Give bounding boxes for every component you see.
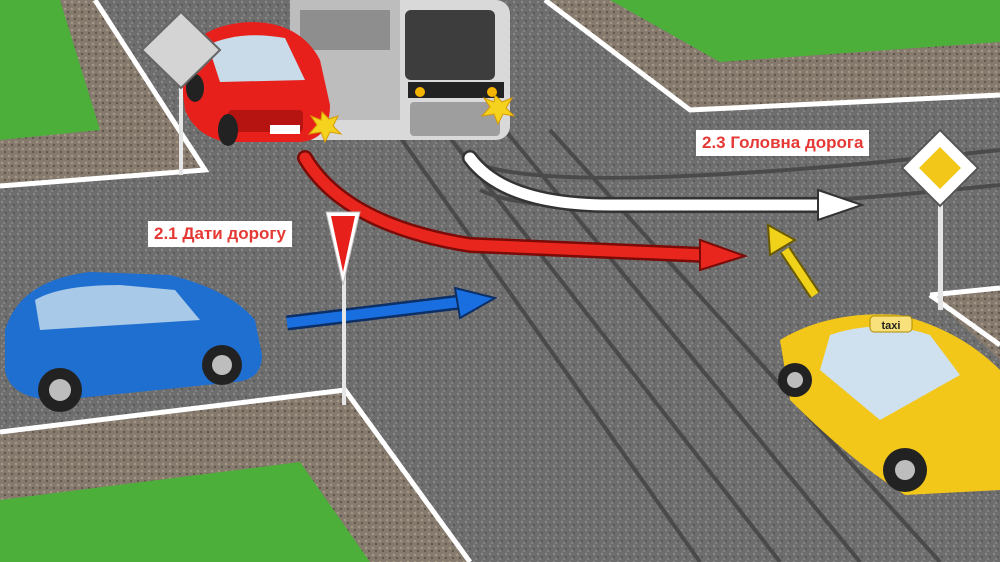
arrow-blue bbox=[286, 286, 498, 331]
arrow-red bbox=[297, 150, 749, 272]
grass-top-right bbox=[610, 0, 1000, 62]
blue-car bbox=[5, 272, 262, 412]
arrow-yellow bbox=[766, 223, 820, 299]
main-road-sign bbox=[900, 128, 980, 310]
arrow-white bbox=[462, 150, 866, 222]
give-way-sign bbox=[325, 211, 361, 405]
taxi-car: taxi bbox=[778, 314, 1000, 495]
curb-top-left bbox=[0, 0, 210, 189]
grass-top-left bbox=[0, 0, 100, 140]
taxi-roof-text: taxi bbox=[882, 320, 901, 332]
collision-burst-tram bbox=[480, 93, 516, 126]
give-way-sign-label: 2.1 Дати дорогу bbox=[148, 221, 292, 247]
collision-burst-car bbox=[307, 110, 343, 144]
main-road-sign-label: 2.3 Головна дорога bbox=[696, 130, 870, 156]
curb-top-right bbox=[543, 0, 1000, 113]
back-sign-top-left bbox=[140, 10, 222, 175]
grass-bottom-left bbox=[0, 462, 370, 562]
